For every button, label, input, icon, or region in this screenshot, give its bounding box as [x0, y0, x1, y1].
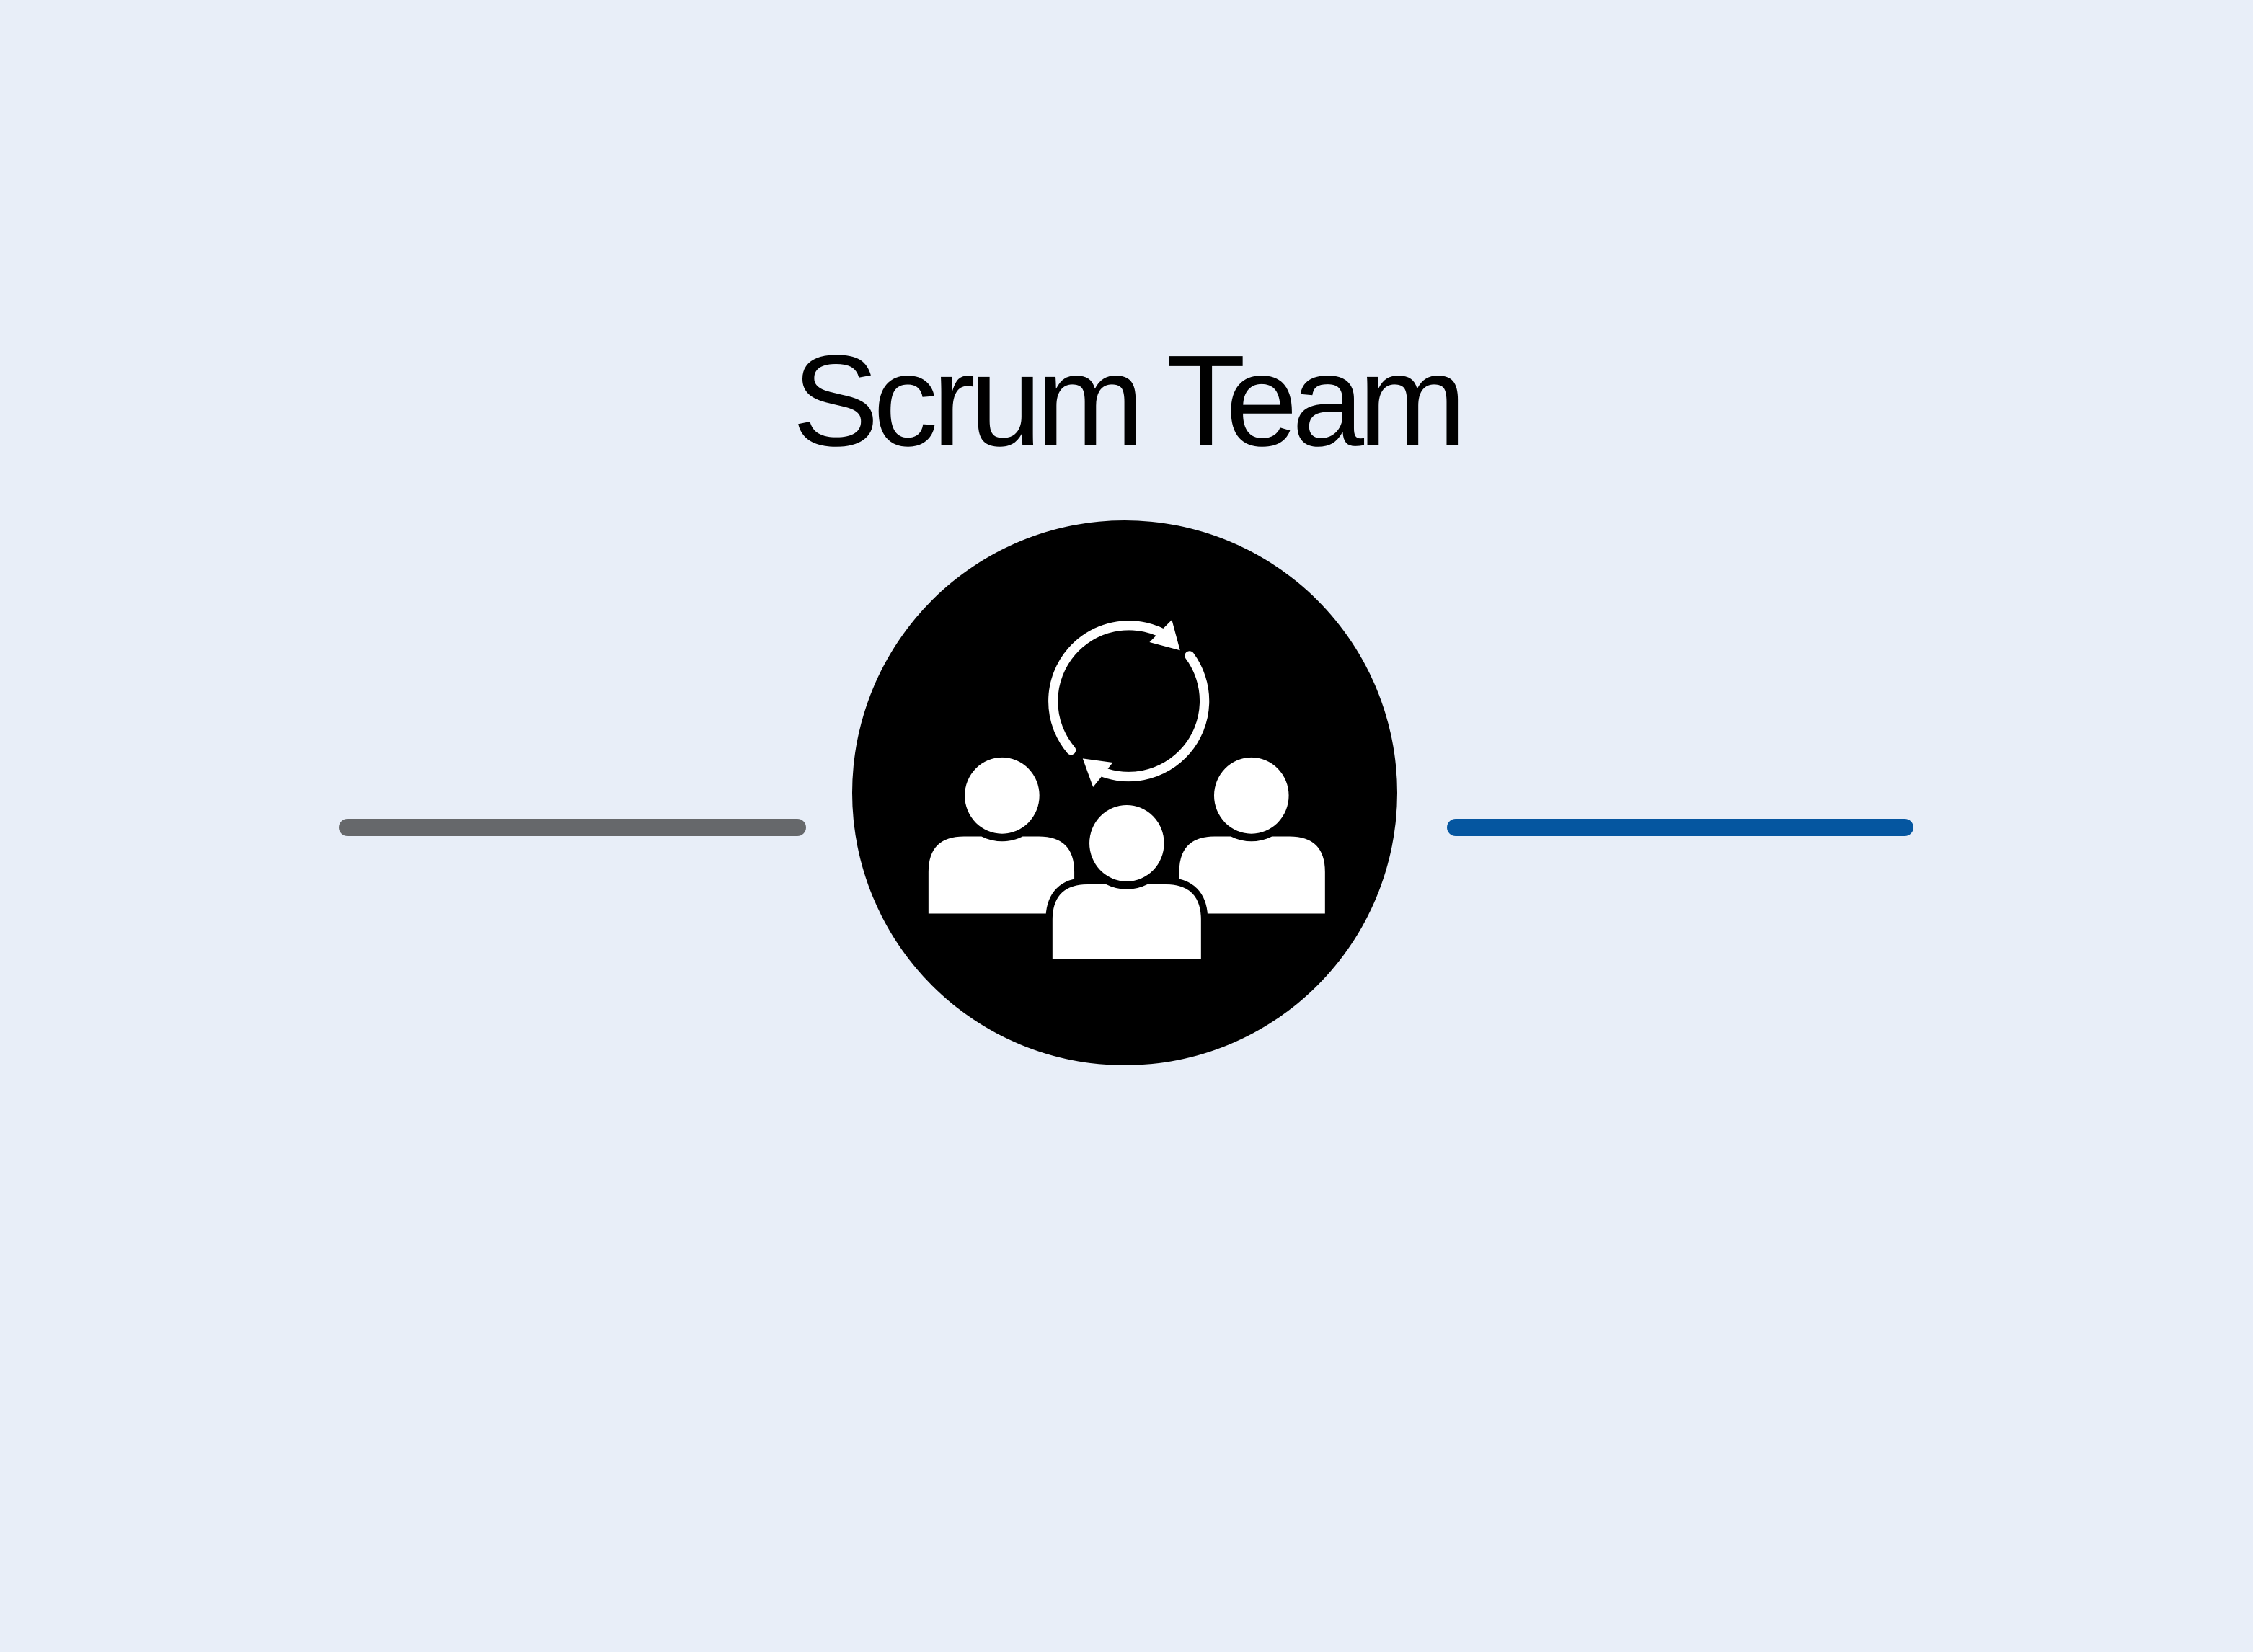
arrowhead-top [1149, 619, 1180, 651]
cycle-arrows-icon [1048, 619, 1210, 788]
three-person-team-icon [928, 757, 1325, 967]
person-center-icon [1052, 805, 1201, 959]
person-right-icon [1179, 757, 1325, 914]
person-left-icon [928, 757, 1075, 914]
node-circle-background [852, 520, 1397, 1065]
scrum-team-node [852, 520, 1397, 1065]
right-connector-line [1447, 819, 1913, 836]
page-title: Scrum Team [792, 329, 1466, 474]
left-connector-line [339, 819, 806, 836]
arrowhead-bottom [1082, 758, 1113, 788]
